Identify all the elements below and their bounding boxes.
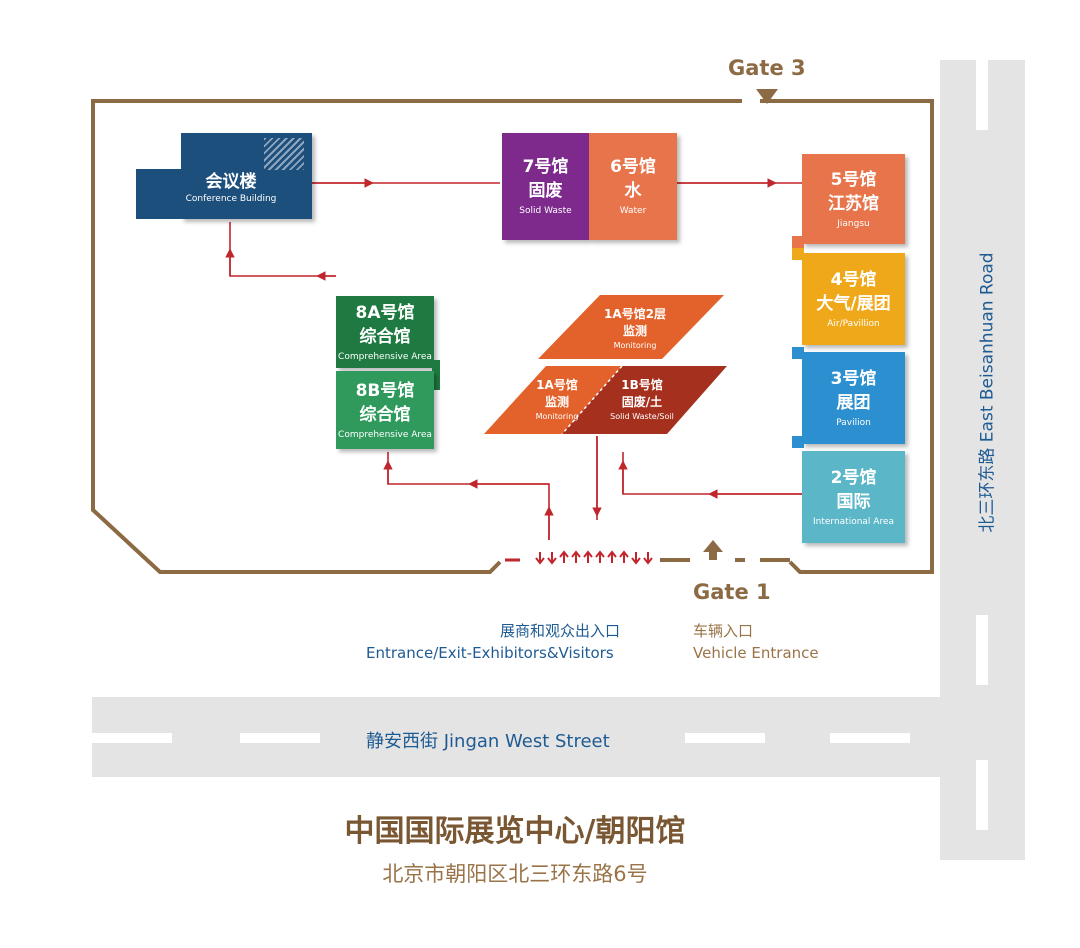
hall-1a-theme: 监测 xyxy=(544,394,569,409)
hall-7-theme: 固废 xyxy=(528,181,563,201)
hall-8a[interactable]: 8A号馆 综合馆 Comprehensive Area xyxy=(336,296,434,368)
east-road-label: 北三环东路 East Beisanhuan Road xyxy=(977,252,998,533)
venue-address: 北京市朝阳区北三环东路6号 xyxy=(382,862,648,886)
hall-1a-number: 1A号馆 xyxy=(536,377,578,392)
hall-6-number: 6号馆 xyxy=(610,157,656,177)
hall-5-number: 5号馆 xyxy=(830,169,877,190)
south-road-label: 静安西街 Jingan West Street xyxy=(366,731,610,752)
gate1-arrow xyxy=(703,540,723,560)
hall-1a-2f[interactable]: 1A号馆2层 监测 Monitoring xyxy=(560,300,710,356)
hall-1b-number: 1B号馆 xyxy=(621,377,663,392)
lane-dash xyxy=(976,615,988,685)
lane-dash xyxy=(976,760,988,830)
hall-8a-theme: 综合馆 xyxy=(359,326,411,347)
route-8a-to-conf xyxy=(229,222,336,277)
hall-1a[interactable]: 1A号馆 监测 Monitoring xyxy=(512,372,602,426)
hall-8b-number: 8B号馆 xyxy=(355,380,415,401)
vehicle-entrance-en: Vehicle Entrance xyxy=(693,644,819,662)
hall-1a-1b-shape[interactable] xyxy=(484,364,729,436)
gate1-label: Gate 1 xyxy=(693,580,771,604)
hall-3-connector xyxy=(792,436,804,448)
site-boundary xyxy=(91,99,934,574)
hall-8b-en: Comprehensive Area xyxy=(338,429,432,440)
hall-7[interactable]: 7号馆 固废 Solid Waste xyxy=(502,133,589,240)
lane-dash xyxy=(976,60,988,130)
vehicle-entrance-cn: 车辆入口 xyxy=(693,622,754,640)
route-entrance-to-8b xyxy=(387,452,550,540)
lane-dash xyxy=(830,733,910,743)
hall-4-en: Air/Pavillion xyxy=(827,318,880,329)
visitor-entrance-cn: 展商和观众出入口 xyxy=(500,622,621,640)
visitor-entrance-en: Entrance/Exit-Exhibitors&Visitors xyxy=(366,644,614,662)
hall-5-connector xyxy=(792,236,804,248)
hall-2-en: International Area xyxy=(812,516,894,527)
hall-1b-theme: 固废/土 xyxy=(621,394,663,409)
hall-5-theme: 江苏馆 xyxy=(828,193,879,214)
hall-8b-theme: 综合馆 xyxy=(359,404,411,425)
lane-dash xyxy=(92,733,172,743)
hall-5-en: Jiangsu xyxy=(837,218,870,229)
entrance-arrows xyxy=(535,550,653,565)
hall-6-en: Water xyxy=(619,206,647,216)
hatch-pattern xyxy=(264,138,304,170)
conference-label-cn: 会议楼 xyxy=(205,172,257,192)
hall-1b-en: Solid Waste/Soil xyxy=(610,411,674,421)
hall-3-number: 3号馆 xyxy=(830,368,877,389)
gate3-marker xyxy=(756,89,778,104)
hall-4[interactable]: 4号馆 大气/展团 Air/Pavillion xyxy=(802,253,905,345)
hall-8a-number: 8A号馆 xyxy=(355,302,415,323)
lane-dash xyxy=(685,733,765,743)
hall-4-connector xyxy=(792,248,804,260)
hall-6-theme: 水 xyxy=(624,181,642,201)
hall-8b[interactable]: 8B号馆 综合馆 Comprehensive Area xyxy=(336,371,434,449)
hall-6[interactable]: 6号馆 水 Water xyxy=(589,133,677,240)
hall-1a-2f-shape[interactable] xyxy=(538,293,738,363)
conference-building[interactable]: 会议楼 Conference Building xyxy=(136,133,312,219)
hall-7-number: 7号馆 xyxy=(522,157,569,177)
hall-2[interactable]: 2号馆 国际 International Area xyxy=(802,451,905,543)
route-2-to-1b xyxy=(622,452,802,495)
hall-1a-2f-en: Monitoring xyxy=(613,340,657,350)
hall-3-en: Pavilion xyxy=(836,417,871,428)
hall-1a-en: Monitoring xyxy=(535,411,579,421)
hall-3-connector xyxy=(792,347,804,359)
hall-7-en: Solid Waste xyxy=(519,206,572,216)
lane-dash xyxy=(240,733,320,743)
hall-2-number: 2号馆 xyxy=(830,467,877,488)
hall-5[interactable]: 5号馆 江苏馆 Jiangsu xyxy=(802,154,905,244)
hall-3[interactable]: 3号馆 展团 Pavilion xyxy=(802,352,905,444)
hall-8a-en: Comprehensive Area xyxy=(338,351,432,362)
hall-8-connector xyxy=(432,360,440,390)
hall-4-theme: 大气/展团 xyxy=(816,293,891,314)
hall-2-theme: 国际 xyxy=(836,491,871,512)
hall-1a-2f-number: 1A号馆2层 xyxy=(604,306,666,321)
venue-title: 中国国际展览中心/朝阳馆 xyxy=(344,814,686,849)
hall-4-number: 4号馆 xyxy=(830,269,877,290)
hall-3-theme: 展团 xyxy=(836,392,871,413)
hall-1b[interactable]: 1B号馆 固废/土 Solid Waste/Soil xyxy=(592,372,692,426)
gate3-label: Gate 3 xyxy=(728,56,806,80)
conference-label-en: Conference Building xyxy=(185,194,277,204)
hall-1a-2f-theme: 监测 xyxy=(622,323,647,338)
